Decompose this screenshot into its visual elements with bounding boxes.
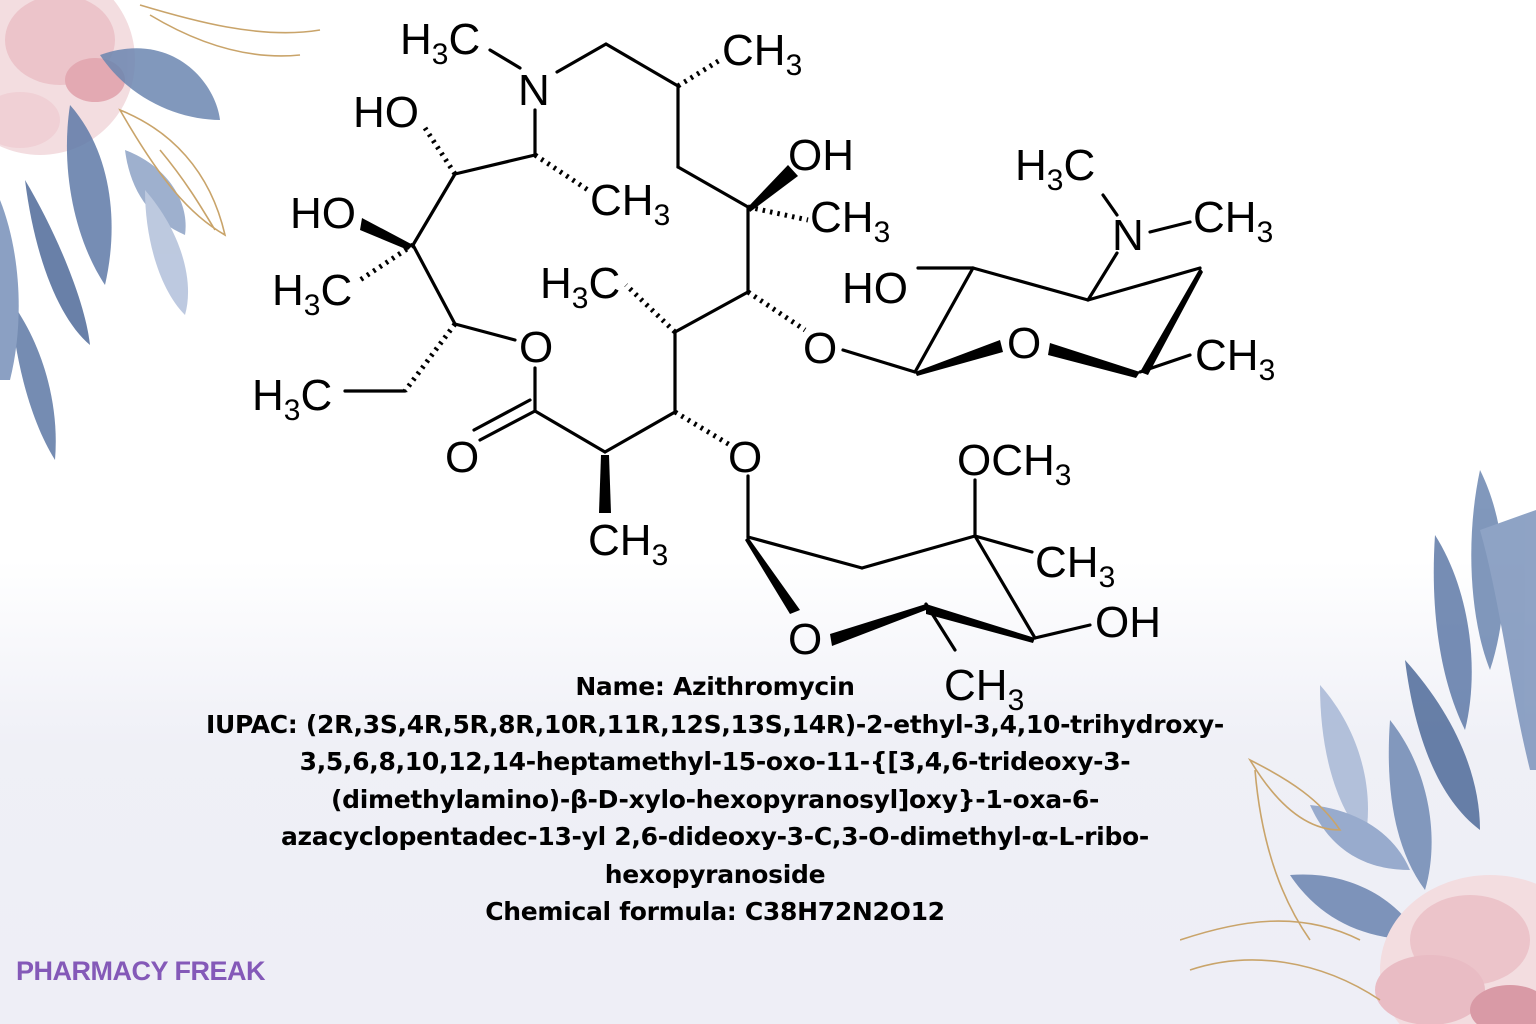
label-oh-top: OH: [788, 131, 854, 180]
label-o-ring: O: [519, 323, 553, 372]
atom-labels: H3C N CH3 HO HO CH3 OH CH3 H3C H3C H3C O…: [252, 15, 1275, 717]
gold-leaf-outline-icon: [1180, 758, 1381, 1001]
label-cladinose-och3: OCH3: [957, 436, 1071, 492]
label-desosamine-ho: HO: [842, 264, 908, 313]
bonds: [343, 42, 1202, 652]
background-wash: [0, 560, 1536, 1024]
label-cladinose-ch3: CH3: [1035, 538, 1115, 594]
label-ch3-c2: CH3: [588, 516, 668, 572]
label-h3c-c5: H3C: [540, 259, 620, 315]
pink-flower-icon: [1375, 875, 1536, 1024]
label-cladinose-oh: OH: [1095, 598, 1161, 647]
label-ch3-top: CH3: [722, 26, 802, 82]
iupac-line-1: IUPAC: (2R,3S,4R,5R,8R,10R,11R,12S,13S,1…: [205, 709, 1224, 739]
pink-flower-icon: [0, 0, 135, 155]
label-desosamine-n: N: [1112, 211, 1144, 260]
wedge-bonds: [360, 165, 1203, 646]
label-desosamine-o-ring: O: [1007, 319, 1041, 368]
label-n-macrocycle: N: [518, 66, 550, 115]
label-ch3-n: CH3: [590, 176, 670, 232]
floral-decoration-bottom-right: [1180, 470, 1536, 1024]
label-ho-1: HO: [353, 88, 419, 137]
label-desosamine-ch3-n: CH3: [1193, 193, 1273, 249]
label-h3c-n: H3C: [400, 15, 480, 71]
label-o-link-cladinose: O: [728, 433, 762, 482]
label-h3c-ethyl: H3C: [252, 371, 332, 427]
compound-name: Name: Azithromycin: [575, 672, 855, 701]
label-o-carbonyl: O: [445, 433, 479, 482]
blue-leaves-icon: [1290, 470, 1536, 940]
label-h3c-c3: H3C: [272, 266, 352, 322]
brand-logo: PHARMACY FREAK: [16, 956, 266, 986]
floral-decoration-top-left: [0, 0, 321, 460]
gold-leaf-outline-icon: [118, 4, 321, 237]
compound-info: Name: Azithromycin IUPAC: (2R,3S,4R,5R,8…: [180, 668, 1250, 931]
label-desosamine-ch3: CH3: [1195, 331, 1275, 387]
label-desosamine-h3c: H3C: [1015, 141, 1095, 197]
iupac-line-5: hexopyranoside: [604, 859, 826, 889]
iupac-line-4: azacyclopentadec-13-yl 2,6-dideoxy-3-C,3…: [280, 822, 1150, 851]
label-ho-2: HO: [290, 189, 356, 238]
chemical-formula: Chemical formula: C38H72N2O12: [485, 897, 945, 926]
iupac-line-3: (dimethylamino)-β-D-xylo-hexopyranosyl]o…: [330, 784, 1100, 814]
iupac-line-2: 3,5,6,8,10,12,14-heptamethyl-15-oxo-11-{…: [299, 747, 1131, 776]
label-cladinose-o-ring: O: [788, 615, 822, 664]
label-ch3-c10: CH3: [810, 193, 890, 249]
blue-leaves-icon: [0, 48, 220, 460]
label-o-link-desosamine: O: [803, 324, 837, 373]
hashed-bonds: [358, 57, 809, 448]
